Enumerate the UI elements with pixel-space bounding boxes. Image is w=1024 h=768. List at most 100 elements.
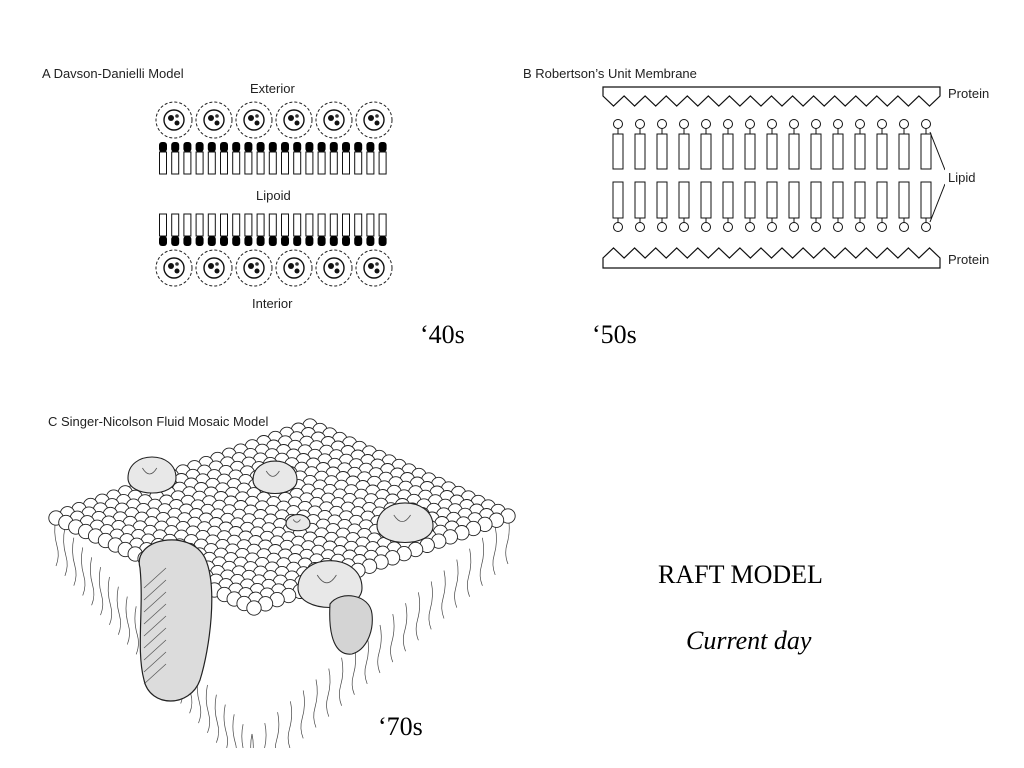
protein-texture	[214, 268, 220, 274]
lipid-tail	[634, 133, 646, 170]
integral-protein	[127, 456, 177, 494]
lipid-head	[354, 142, 363, 152]
lipid-tail	[479, 537, 485, 586]
lipid-head	[171, 236, 180, 246]
lipid-tail	[634, 181, 646, 219]
protein-layer-top	[602, 86, 941, 107]
lipid-head	[745, 119, 755, 129]
globular-protein	[203, 109, 225, 131]
lipid-head	[767, 222, 777, 232]
lipid-tail	[251, 733, 254, 748]
lipid-tail	[656, 181, 668, 219]
protein-hatch	[143, 663, 167, 685]
lipid-tail	[656, 133, 668, 170]
lipid-tail	[90, 557, 95, 606]
protein-texture	[214, 120, 220, 126]
lipid-head	[679, 119, 689, 129]
lipid-tail	[338, 657, 344, 706]
lipid-tail	[54, 517, 59, 567]
lipid-tail	[364, 635, 369, 685]
lipid-tail	[220, 151, 228, 175]
lipid-tail	[72, 537, 77, 586]
integral-protein	[285, 514, 311, 532]
protein-texture	[254, 268, 260, 274]
lipid-tail	[317, 151, 326, 175]
lipid-tail	[317, 213, 326, 237]
lipid-tail	[744, 181, 756, 219]
protein-dashed-ring	[355, 249, 393, 287]
lipid-head	[317, 142, 326, 152]
integral-protein	[252, 460, 298, 494]
protein-hatch	[143, 639, 167, 661]
lipid-head	[921, 222, 931, 232]
lipid-tail	[214, 694, 219, 743]
protein-contour	[316, 574, 337, 584]
lipid-head	[256, 236, 265, 246]
lipid-tail	[159, 213, 167, 237]
protein-dashed-ring	[155, 249, 193, 287]
globular-protein	[243, 109, 265, 131]
lipid-tail	[454, 559, 459, 608]
lipid-tail	[920, 133, 932, 170]
lipid-head	[723, 222, 733, 232]
protein-texture	[248, 263, 254, 269]
protein-hatch	[143, 567, 167, 589]
panel-a-title: A Davson-Danielli Model	[42, 66, 184, 81]
lipid-tail	[492, 526, 497, 576]
lipid-head	[613, 119, 623, 129]
lipid-head	[378, 236, 387, 246]
lipid-tail	[300, 690, 305, 739]
lipid-tail	[366, 151, 375, 175]
lipid-head	[877, 119, 887, 129]
lipid-tail	[722, 181, 734, 219]
robertson-unit-membrane-diagram	[602, 86, 945, 269]
protein-dashed-ring	[315, 101, 353, 139]
lipid-tail	[722, 133, 734, 170]
lipid-tail	[293, 213, 302, 237]
lipid-head	[921, 119, 931, 129]
lipid-tail	[354, 213, 363, 237]
protein-dashed-ring	[315, 249, 353, 287]
lipid-tail	[268, 213, 277, 237]
lipid-head	[342, 142, 350, 152]
protein-texture	[368, 115, 374, 121]
lipid-tail	[232, 714, 237, 748]
protein-hatch	[143, 615, 167, 637]
lipid-tail	[832, 181, 844, 219]
protein-dashed-ring	[235, 249, 273, 287]
lipid-label: Lipid	[948, 170, 976, 185]
protein-texture	[294, 268, 300, 274]
panel-c-title: C Singer-Nicolson Fluid Mosaic Model	[48, 414, 269, 429]
lipid-tail	[326, 668, 331, 717]
lipid-tail	[832, 133, 844, 170]
era-70s: ‘70s	[378, 712, 423, 741]
lipid-tail	[854, 181, 866, 219]
lipid-head	[899, 222, 909, 232]
protein-texture	[368, 263, 374, 269]
protein-texture	[335, 114, 339, 118]
protein-top-label: Protein	[948, 86, 990, 101]
lipid-tail	[612, 133, 624, 170]
lipid-head	[195, 236, 204, 246]
lipid-tail	[428, 581, 433, 630]
lipid-tail	[125, 596, 130, 645]
globular-protein	[363, 109, 385, 131]
lipid-head	[833, 222, 843, 232]
lipid-tail	[268, 151, 277, 175]
interior-label: Interior	[252, 296, 293, 311]
lipid-head	[244, 142, 253, 152]
lipid-head	[171, 142, 180, 152]
protein-bottom-label: Protein	[948, 252, 990, 267]
lipid-tail	[274, 712, 280, 748]
lipid-tail	[810, 181, 822, 219]
protein-dashed-ring	[195, 249, 233, 287]
lipid-head	[317, 236, 326, 246]
lipid-head	[855, 119, 865, 129]
lipid-tail	[876, 181, 888, 219]
lipid-head	[789, 222, 799, 232]
lipid-tail	[256, 151, 265, 175]
lipid-tail	[116, 586, 121, 635]
lipid-head	[232, 236, 241, 246]
protein-texture	[328, 115, 334, 121]
lipid-tail	[788, 133, 800, 170]
